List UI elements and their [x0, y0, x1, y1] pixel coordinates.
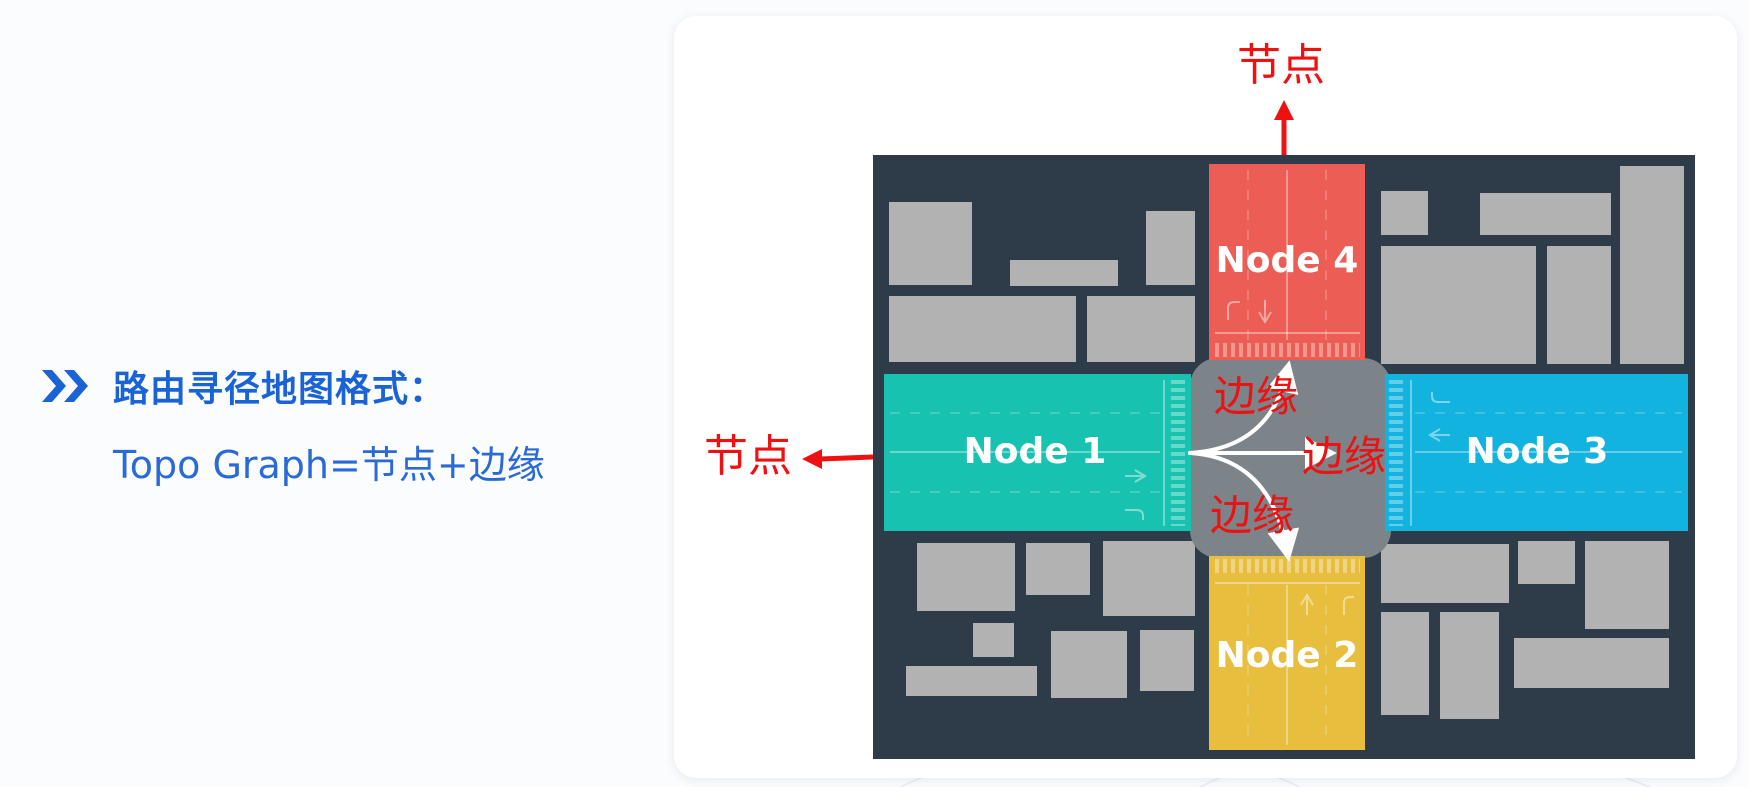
building	[1087, 296, 1195, 362]
edge-arrow-to-node-4	[1188, 360, 1299, 455]
building	[1620, 166, 1684, 364]
edge-arrow-to-node-2	[1188, 451, 1300, 562]
building	[1381, 191, 1428, 235]
building	[1140, 630, 1194, 691]
node-2-label: Node 2	[1216, 635, 1359, 676]
arrow-left-icon	[819, 454, 874, 462]
buildings	[889, 166, 1684, 719]
node-3-label: Node 3	[1466, 431, 1609, 472]
section-heading: 路由寻径地图格式：	[113, 369, 447, 410]
building	[1381, 544, 1509, 603]
building	[1381, 612, 1429, 715]
edge-label-lower: 边缘	[1210, 491, 1294, 540]
building	[1547, 246, 1611, 364]
edge-label-upper: 边缘	[1214, 372, 1298, 421]
building	[1440, 612, 1499, 719]
building	[1146, 211, 1195, 285]
building	[1051, 631, 1127, 698]
building	[889, 202, 972, 285]
building	[906, 666, 1037, 696]
edge-label-right: 边缘	[1302, 432, 1386, 481]
building	[1585, 541, 1669, 629]
node-1-road	[884, 374, 1191, 531]
edge-arrows	[1188, 360, 1337, 562]
building	[1480, 193, 1611, 235]
node-4-label: Node 4	[1216, 240, 1359, 281]
node-4-road	[1209, 164, 1365, 360]
building	[1010, 260, 1118, 286]
building	[889, 296, 1076, 362]
node-callout-arrows	[802, 100, 1294, 469]
node-3-road	[1385, 374, 1688, 531]
node-callout-top: 节点	[1237, 40, 1325, 91]
section-subheading: Topo Graph=节点+边缘	[113, 443, 545, 487]
building	[917, 543, 1015, 611]
building	[1026, 543, 1090, 595]
building	[1514, 638, 1669, 688]
node-2-road	[1209, 556, 1365, 750]
node-1-label: Node 1	[964, 431, 1107, 472]
double-chevron-icon	[42, 370, 88, 402]
building	[973, 623, 1014, 657]
node-callout-left: 节点	[704, 431, 792, 482]
building	[1381, 246, 1536, 364]
intersection	[1190, 358, 1391, 558]
building	[1518, 541, 1575, 584]
building	[1103, 541, 1195, 616]
